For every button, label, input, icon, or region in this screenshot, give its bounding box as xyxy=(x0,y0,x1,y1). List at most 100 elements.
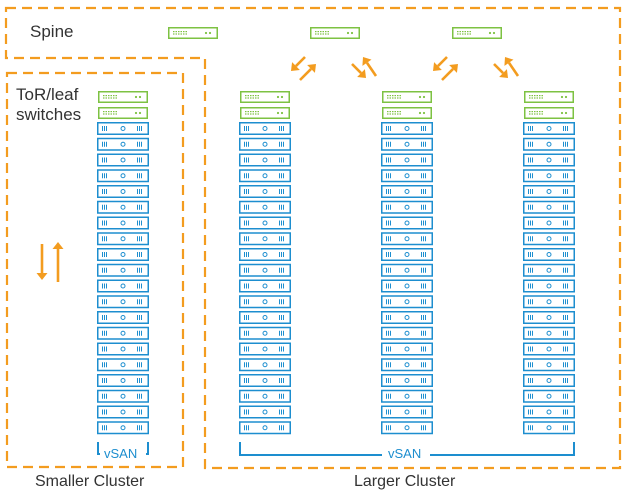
server-bay xyxy=(139,157,140,163)
server-body xyxy=(523,311,575,324)
switch-port xyxy=(397,97,399,99)
server-bay xyxy=(425,425,426,431)
server-body xyxy=(381,279,433,293)
switch-led xyxy=(276,111,280,115)
server-bay xyxy=(244,330,245,336)
server-bay xyxy=(530,220,531,226)
server-bay xyxy=(141,315,142,320)
server-bay xyxy=(283,346,284,352)
server xyxy=(523,342,575,356)
bidirectional-diagonal-arrow-icon xyxy=(351,63,366,78)
server-bay xyxy=(244,346,245,352)
server-bay xyxy=(421,283,422,289)
server-body xyxy=(523,279,575,293)
server-power-icon xyxy=(546,252,552,257)
server-bay xyxy=(137,173,138,179)
switch-port xyxy=(317,31,319,33)
server-bay xyxy=(565,362,566,368)
server-bay xyxy=(528,315,529,320)
server-bay xyxy=(530,330,531,336)
larger-cluster-border xyxy=(4,6,622,470)
server xyxy=(97,326,149,340)
server-bay xyxy=(390,346,391,352)
switch-port xyxy=(257,95,259,97)
server xyxy=(523,405,575,419)
server-body xyxy=(239,326,291,340)
switch-led xyxy=(492,31,496,35)
switch-port xyxy=(394,97,396,99)
server-body xyxy=(97,153,149,167)
server-bay xyxy=(390,126,391,131)
server-bay xyxy=(137,204,138,210)
server-bay xyxy=(532,299,533,305)
server-power-icon xyxy=(404,330,410,336)
server-body xyxy=(381,137,433,151)
server-bay xyxy=(388,141,389,147)
server-power-icon xyxy=(546,409,552,415)
switch-port xyxy=(250,95,252,97)
server-bay xyxy=(563,236,564,242)
server-bay xyxy=(281,157,282,163)
server-body xyxy=(381,122,433,135)
switch-port xyxy=(531,97,533,99)
server-body xyxy=(239,216,291,230)
switch-port xyxy=(315,33,317,35)
server-power-icon xyxy=(120,157,126,163)
server-bay xyxy=(102,425,103,431)
switch-port xyxy=(320,33,322,35)
switch-led xyxy=(138,95,142,99)
server xyxy=(523,421,575,435)
server-bay xyxy=(390,283,391,289)
server-bay xyxy=(279,173,280,179)
server xyxy=(523,169,575,183)
switch-port xyxy=(173,33,175,35)
server-bay xyxy=(141,283,142,289)
server-bay xyxy=(565,204,566,210)
server-bay xyxy=(104,330,105,336)
server-bay xyxy=(567,425,568,431)
server-bay xyxy=(281,126,282,131)
server-bay xyxy=(283,267,284,273)
server-power-icon xyxy=(404,378,410,383)
server-power-icon xyxy=(546,236,552,242)
server-bay xyxy=(565,189,566,194)
server-bay xyxy=(528,346,529,352)
server-body xyxy=(523,342,575,356)
arrow-shaft xyxy=(437,56,448,67)
server-body xyxy=(523,405,575,419)
switch-body xyxy=(310,27,360,39)
server-body xyxy=(381,185,433,198)
server-bay xyxy=(423,252,424,257)
switch-port xyxy=(245,113,247,115)
switch-port xyxy=(108,113,110,115)
switch-port xyxy=(250,113,252,115)
server-bay xyxy=(246,362,247,368)
server-bay xyxy=(528,362,529,368)
server-bay xyxy=(141,393,142,399)
server-bay xyxy=(102,362,103,368)
server-bay xyxy=(388,220,389,226)
server-bay xyxy=(106,362,107,368)
switch-port xyxy=(539,95,541,97)
switch-port xyxy=(534,113,536,115)
switch-port xyxy=(255,113,257,115)
switch-port xyxy=(531,111,533,113)
server-bay xyxy=(390,409,391,415)
server xyxy=(381,263,433,277)
server-bay xyxy=(281,283,282,289)
server-bay xyxy=(283,315,284,320)
server-bay xyxy=(423,173,424,179)
switch-port xyxy=(247,97,249,99)
server-power-icon xyxy=(546,267,552,273)
server-bay xyxy=(102,283,103,289)
server-body xyxy=(97,263,149,277)
server-body xyxy=(97,311,149,324)
server-body xyxy=(381,169,433,183)
server-bay xyxy=(141,189,142,194)
server-power-icon xyxy=(404,362,410,368)
vsan-bracket-small-right xyxy=(146,442,149,455)
server xyxy=(523,185,575,198)
switch-led xyxy=(564,95,568,99)
server-body xyxy=(523,326,575,340)
switch-port xyxy=(534,97,536,99)
